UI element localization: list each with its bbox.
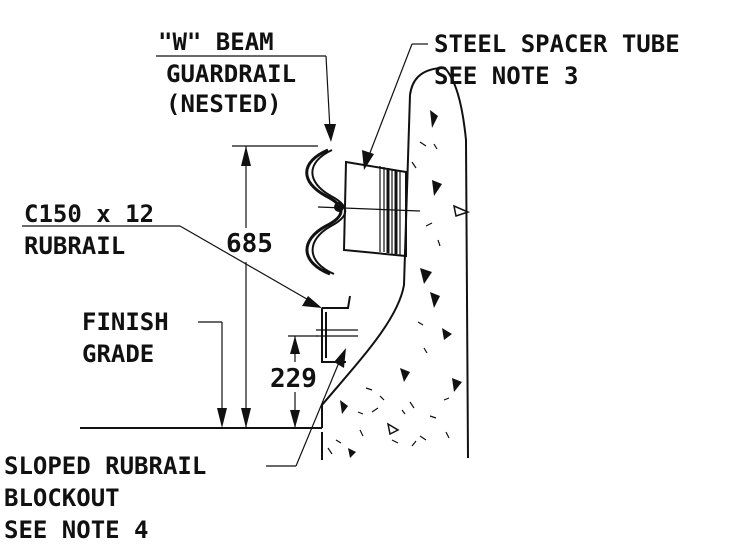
rubrail-channel [316,295,358,363]
leader-blockout [266,348,346,467]
concrete-aggregate [327,110,471,458]
steel-spacer-tube [342,160,407,258]
dimension-685 [232,145,318,428]
w-beam-label-line1: "W" BEAM [158,28,274,56]
leader-w-beam [156,55,336,142]
spacer-label-line2: SEE NOTE 3 [434,62,579,90]
leader-spacer-tube [362,43,428,170]
dimension-229-text: 229 [270,364,317,394]
dimension-685-text: 685 [226,229,273,259]
blockout-label-line3: SEE NOTE 4 [4,516,149,544]
blockout-label-line2: BLOCKOUT [4,484,120,512]
dimension-229 [288,335,318,428]
rubrail-label-line2: RUBRAIL [24,232,125,260]
finish-grade-label-line1: FINISH [82,308,169,336]
w-beam-label-line3: (NESTED) [166,90,282,118]
leader-rubrail [22,225,322,308]
rubrail-label-line1: C150 x 12 [24,200,154,228]
leader-finish-grade [198,321,227,428]
blockout-label-line1: SLOPED RUBRAIL [4,452,206,480]
w-beam-guardrail [305,148,421,276]
finish-grade-label-line2: GRADE [82,340,154,368]
concrete-barrier [321,67,469,460]
w-beam-label-line2: GUARDRAIL [166,60,296,88]
spacer-label-line1: STEEL SPACER TUBE [434,30,680,58]
